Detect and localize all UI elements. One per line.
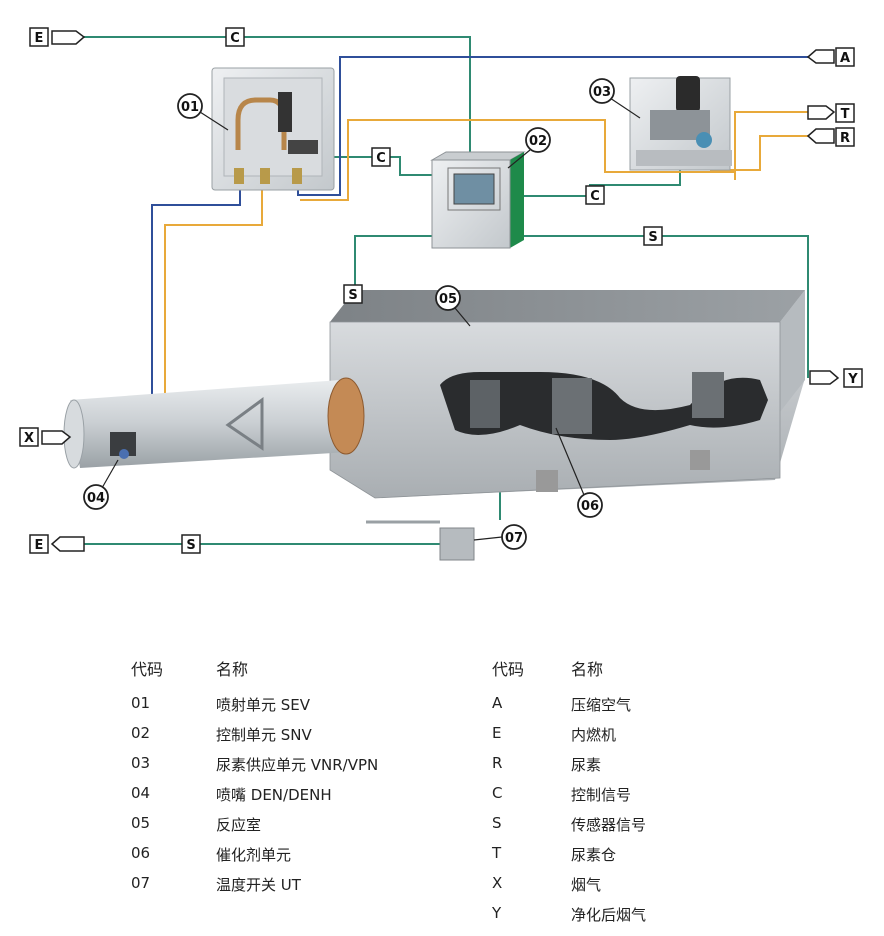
legend-left-header-name: 名称 bbox=[216, 660, 249, 679]
callout-04: 04 bbox=[83, 484, 109, 510]
legend-right-code: C bbox=[492, 784, 503, 802]
legend-right-name: 传感器信号 bbox=[571, 816, 647, 834]
legend-right-code: A bbox=[492, 694, 503, 712]
legend-left-name: 温度开关 UT bbox=[216, 876, 301, 894]
callout-03: 03 bbox=[589, 78, 615, 104]
svg-text:02: 02 bbox=[529, 134, 547, 149]
legend-right-name: 尿素 bbox=[571, 756, 602, 774]
scr-system-diagram: E C A T R C C S S X Y bbox=[19, 27, 863, 561]
svg-text:01: 01 bbox=[181, 100, 199, 115]
connector-s-left-label: S bbox=[348, 288, 357, 303]
connector-e-top-label: E bbox=[35, 31, 44, 46]
svg-text:04: 04 bbox=[87, 491, 105, 506]
connector-x-label: X bbox=[24, 431, 34, 446]
connector-s-right-label: S bbox=[648, 230, 657, 245]
callout-02: 02 bbox=[525, 127, 551, 153]
legend-left-name: 喷射单元 SEV bbox=[216, 696, 311, 714]
control-unit-snv bbox=[430, 151, 526, 249]
legend-right-code: X bbox=[492, 874, 503, 892]
connector-x: X bbox=[19, 427, 72, 447]
connector-t: T bbox=[807, 103, 855, 123]
connector-s-bottom-label: S bbox=[186, 538, 195, 553]
svg-text:06: 06 bbox=[581, 499, 599, 514]
legend-left-code: 07 bbox=[131, 874, 151, 892]
svg-text:05: 05 bbox=[439, 292, 457, 307]
legend-right-name: 尿素仓 bbox=[571, 846, 617, 864]
temperature-switch bbox=[366, 520, 475, 561]
legend-left-code: 01 bbox=[131, 694, 151, 712]
legend-left-code: 02 bbox=[131, 724, 151, 742]
legend-right-header-code: 代码 bbox=[492, 660, 525, 679]
legend-left-name: 尿素供应单元 VNR/VPN bbox=[216, 756, 379, 774]
legend-right-name: 压缩空气 bbox=[571, 696, 632, 714]
support-bracket bbox=[690, 450, 710, 470]
connector-r: R bbox=[806, 127, 855, 147]
spray-unit-sev bbox=[211, 67, 335, 191]
legend-right-code: S bbox=[492, 814, 502, 832]
legend-right-code: E bbox=[492, 724, 502, 742]
legend-left-name: 反应室 bbox=[216, 816, 262, 834]
connector-e-bottom: E bbox=[29, 534, 85, 554]
callout-07: 07 bbox=[501, 524, 527, 550]
connector-c-right: C bbox=[585, 185, 605, 205]
connector-c-mid-label: C bbox=[376, 151, 386, 166]
legend-right-header-name: 名称 bbox=[571, 660, 604, 679]
reactor-housing bbox=[329, 290, 805, 499]
legend-right-name: 控制信号 bbox=[571, 786, 632, 804]
connector-y-label: Y bbox=[847, 372, 858, 387]
legend-left-name: 喷嘴 DEN/DENH bbox=[216, 786, 332, 804]
legend-left-code: 06 bbox=[131, 844, 151, 862]
legend-left-name: 控制单元 SNV bbox=[216, 726, 312, 744]
exhaust-pipe bbox=[63, 377, 365, 469]
legend-right-name: 内燃机 bbox=[571, 726, 617, 744]
connector-s-bottom: S bbox=[181, 534, 201, 554]
legend-left-code: 05 bbox=[131, 814, 151, 832]
connector-c-right-label: C bbox=[590, 189, 600, 204]
urea-supply-unit bbox=[629, 76, 732, 171]
control-signal-lines bbox=[84, 36, 809, 545]
connector-e-top: E bbox=[29, 27, 86, 47]
connector-a-label: A bbox=[840, 51, 850, 66]
callout-01: 01 bbox=[177, 93, 203, 119]
connector-a: A bbox=[806, 47, 855, 67]
connector-t-label: T bbox=[841, 107, 850, 122]
legend-right-code: R bbox=[492, 754, 503, 772]
svg-text:07: 07 bbox=[505, 531, 523, 546]
legend-left-code: 04 bbox=[131, 784, 151, 802]
legend-left-code: 03 bbox=[131, 754, 151, 772]
legend-right-name: 净化后烟气 bbox=[571, 906, 647, 924]
connector-s-right: S bbox=[643, 226, 663, 246]
nozzle bbox=[110, 432, 136, 459]
connector-s-left: S bbox=[343, 284, 363, 304]
callout-05: 05 bbox=[435, 285, 461, 311]
legend-left-name: 催化剂单元 bbox=[216, 846, 292, 864]
support-bracket bbox=[536, 470, 558, 492]
legend-right-name: 烟气 bbox=[571, 876, 602, 894]
connector-c-mid: C bbox=[371, 147, 391, 167]
legend-left-header-code: 代码 bbox=[131, 660, 164, 679]
connector-r-label: R bbox=[840, 131, 850, 146]
connector-c-top: C bbox=[225, 27, 245, 47]
callout-06: 06 bbox=[577, 492, 603, 518]
connector-c-top-label: C bbox=[230, 31, 240, 46]
connector-y: Y bbox=[809, 368, 863, 388]
legend-right-code: Y bbox=[492, 904, 502, 922]
connector-e-bottom-label: E bbox=[35, 538, 44, 553]
svg-text:03: 03 bbox=[593, 85, 611, 100]
legend-right-code: T bbox=[492, 844, 502, 862]
